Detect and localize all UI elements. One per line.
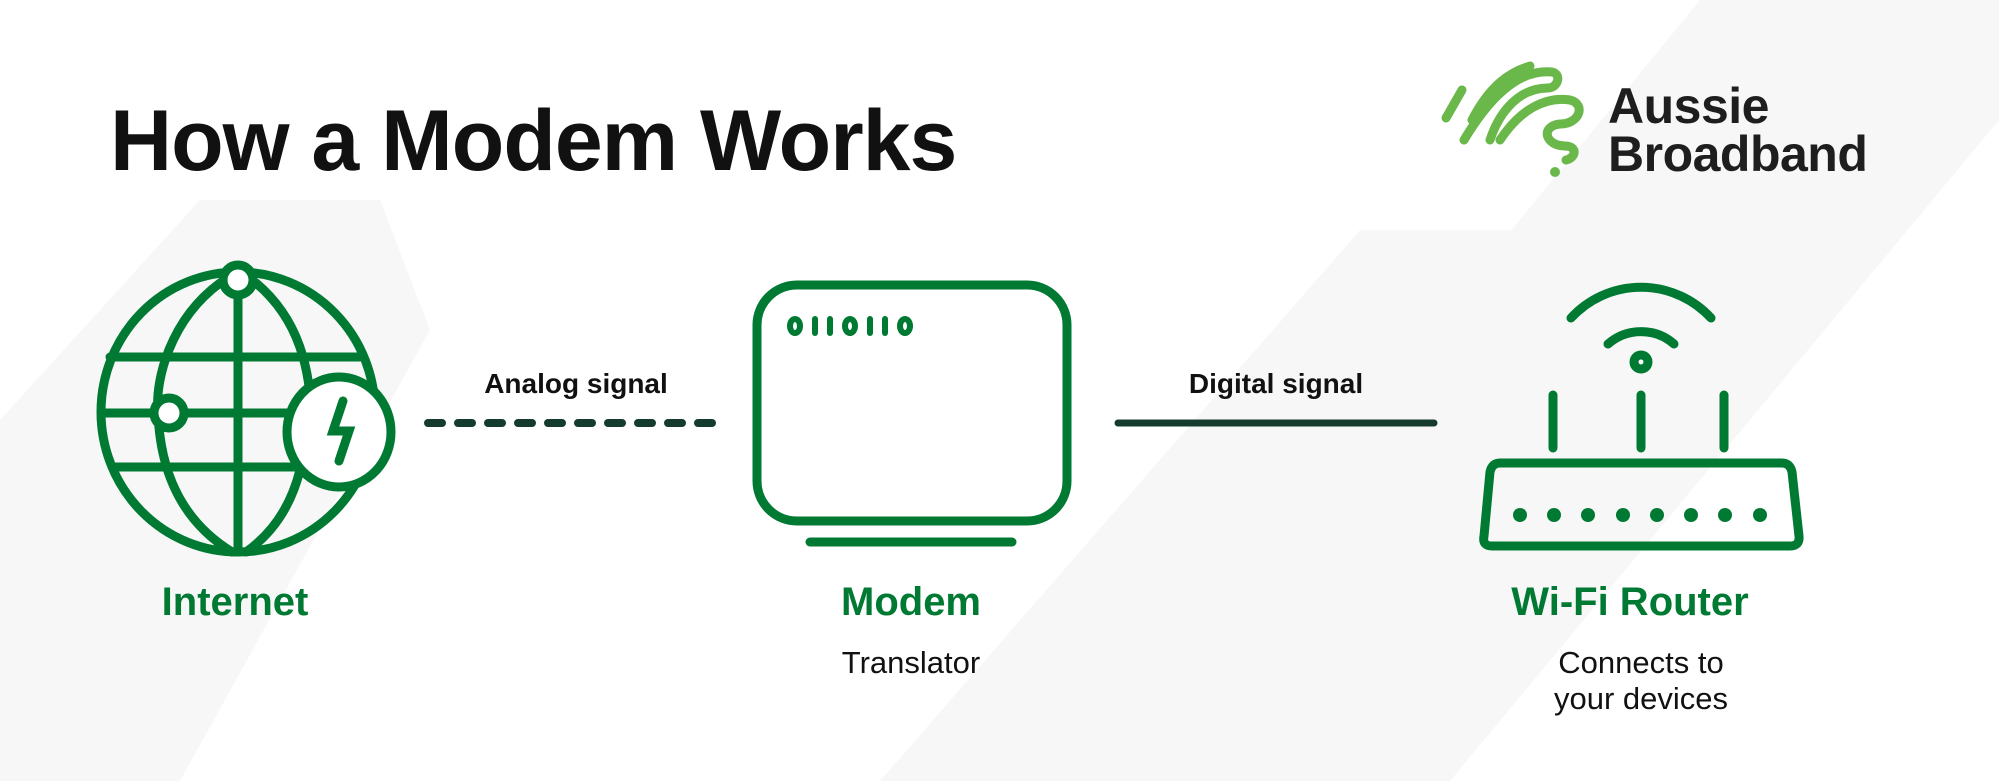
- wifi-router-label: Wi-Fi Router: [1511, 580, 1749, 624]
- wifi-router-icon: [1479, 282, 1804, 551]
- wifi-router-subtitle: Connects to your devices: [1554, 645, 1728, 717]
- internet-label: Internet: [161, 580, 309, 624]
- analog-signal-label: Analog signal: [484, 368, 668, 399]
- wifi-router-subtitle-line-2: your devices: [1553, 681, 1729, 716]
- aussie-broadband-logo-text: Aussie Broadband: [1608, 78, 1868, 182]
- globe-lightning-icon: [96, 260, 396, 557]
- wifi-router-subtitle-line-1: Connects to: [1558, 645, 1724, 680]
- digital-signal-label: Digital signal: [1188, 368, 1364, 399]
- logo-line-1: Aussie: [1608, 78, 1769, 134]
- modem-icon: [752, 280, 1072, 547]
- aussie-broadband-logo-mark: [1441, 61, 1584, 177]
- modem-label: Modem: [841, 580, 981, 624]
- logo-line-2: Broadband: [1608, 126, 1868, 182]
- page-title: How a Modem Works: [110, 93, 957, 189]
- modem-subtitle: Translator: [841, 645, 981, 680]
